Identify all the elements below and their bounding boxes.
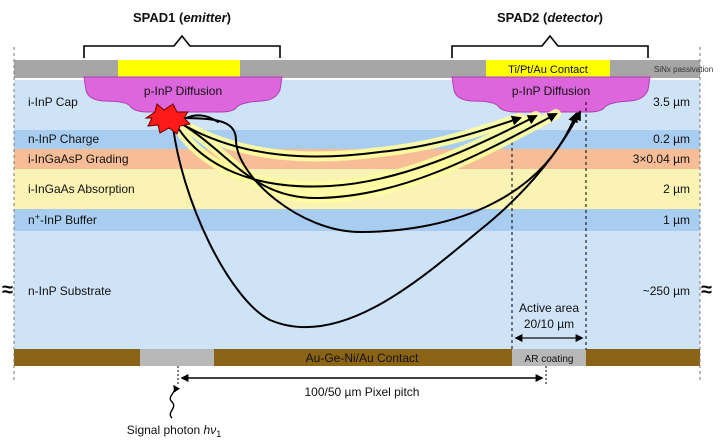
layer-name-cap: i-InP Cap <box>28 95 78 109</box>
layer-name-substrate: n-InP Substrate <box>28 284 111 298</box>
thickness-substrate: ~250 µm <box>643 284 690 298</box>
thickness-cap: 3.5 µm <box>653 95 690 109</box>
thickness-grading: 3×0.04 µm <box>633 152 690 166</box>
photon-paths <box>167 109 581 329</box>
photon-path-1 <box>171 115 522 158</box>
ar-coating-label: AR coating <box>525 354 574 365</box>
layer-name-absorption: i-InGaAs Absorption <box>28 182 135 196</box>
spad2-header: SPAD2 (detector) <box>497 10 603 25</box>
bottom-contact-label: Au-Ge-Ni/Au Contact <box>306 351 419 365</box>
thickness-absorption: 2 µm <box>663 182 690 196</box>
layer-substrate <box>14 231 700 349</box>
diffusion-spad2 <box>451 76 651 113</box>
photon-path-3 <box>171 113 558 200</box>
photon-path-2 <box>171 115 538 188</box>
contact-spad1 <box>118 60 240 78</box>
diffusion-label-spad2: p-InP Diffusion <box>512 84 590 98</box>
active-area-label-1: Active area <box>519 301 579 315</box>
layer-charge <box>14 130 700 149</box>
layer-buffer <box>14 209 700 231</box>
diffusion-spad1 <box>83 76 283 113</box>
emission-starburst <box>144 103 192 135</box>
sinx-passivation-label: SiNx passivation <box>654 65 713 74</box>
thickness-buffer: 1 µm <box>663 213 690 227</box>
photon-path-4 <box>171 112 578 234</box>
pixel-pitch-label: 100/50 µm Pixel pitch <box>305 385 420 399</box>
break-symbol-left: ≈ <box>2 279 13 301</box>
layer-name-grading: i-InGaAsP Grading <box>28 152 129 166</box>
thickness-charge: 0.2 µm <box>653 132 690 146</box>
spad1-header: SPAD1 (emitter) <box>133 10 231 25</box>
break-symbol-right: ≈ <box>701 279 712 301</box>
incoming-photon-wave <box>169 384 181 419</box>
photon-path-6 <box>185 114 219 123</box>
diffusion-label-spad1: p-InP Diffusion <box>144 84 222 98</box>
ar-coating <box>512 349 586 366</box>
active-area-label-2: 20/10 µm <box>524 317 574 331</box>
bracket-spad2 <box>451 34 649 58</box>
bracket-spad1 <box>83 34 281 58</box>
contact-spad2 <box>486 60 610 78</box>
bottom-window-left <box>140 349 214 366</box>
photon-path-5 <box>171 110 581 329</box>
signal-photon-label: Signal photon hν1 <box>127 423 221 439</box>
layer-name-buffer: n+-InP Buffer <box>28 212 97 227</box>
ti-pt-au-contact-label: Ti/Pt/Au Contact <box>508 64 588 76</box>
layer-name-charge: n-InP Charge <box>28 132 99 146</box>
